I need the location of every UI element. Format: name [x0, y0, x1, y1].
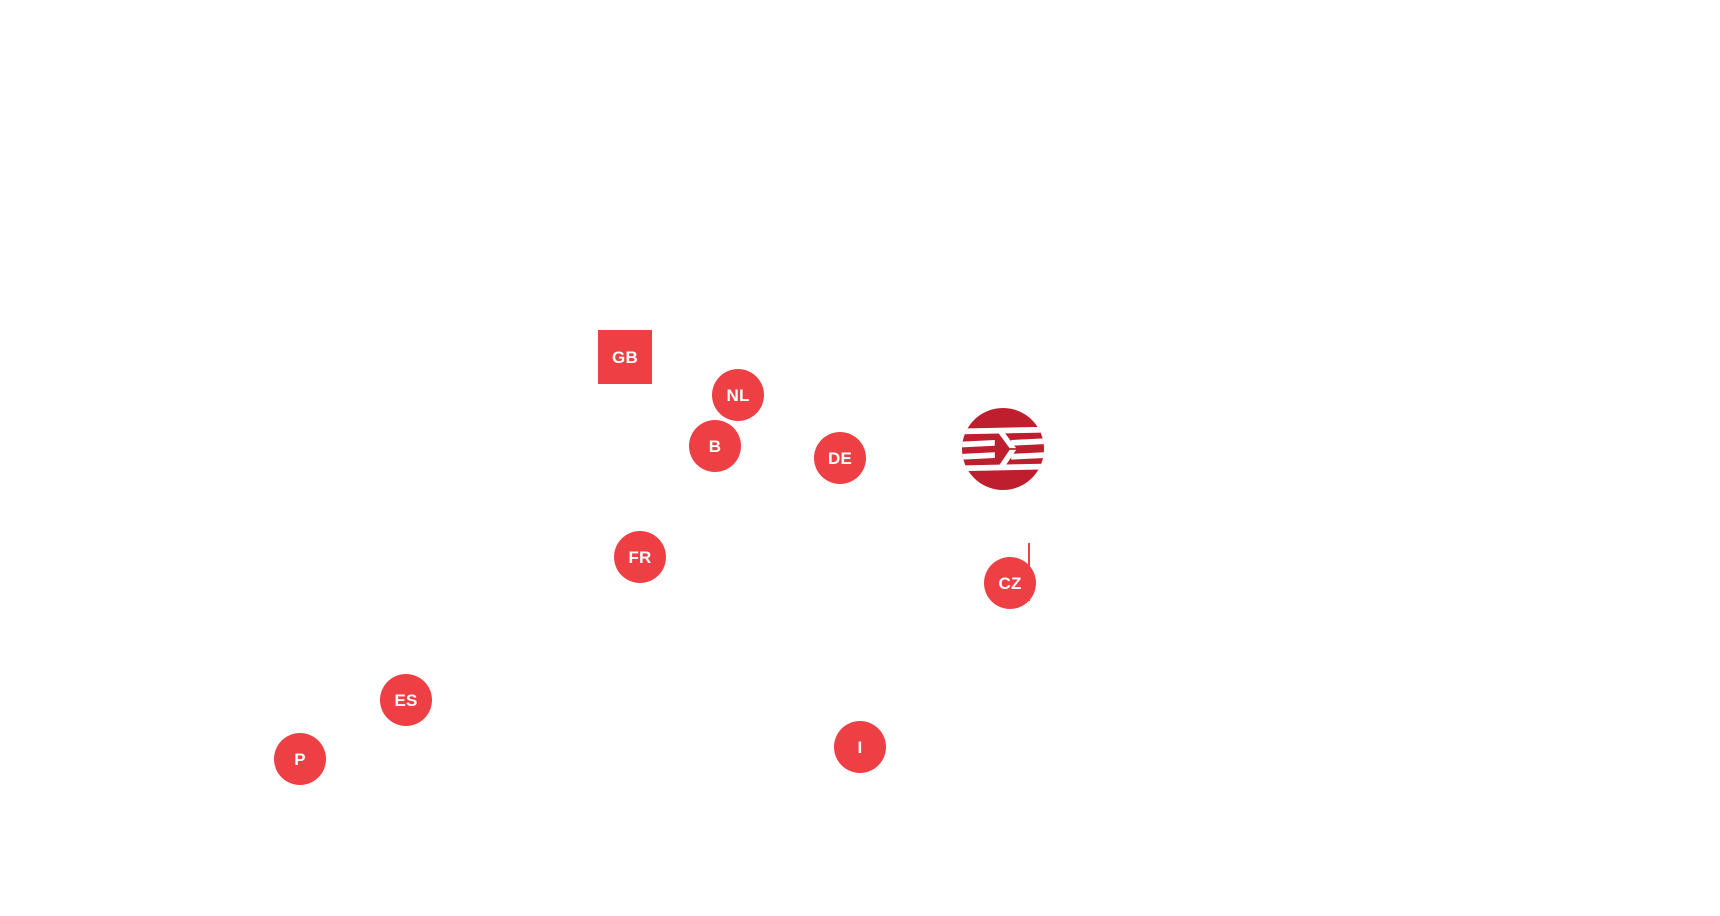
map-marker-label-de: DE — [827, 448, 853, 468]
map-marker-label-i: I — [857, 737, 863, 757]
map-marker-de[interactable]: DE — [814, 432, 866, 484]
map-marker-label-p: P — [294, 749, 306, 769]
map-marker-nl[interactable]: NL — [712, 369, 764, 421]
map-marker-label-gb: GB — [612, 347, 638, 367]
text-caret — [1028, 543, 1030, 601]
map-marker-p[interactable]: P — [274, 733, 326, 785]
map-marker-label-es: ES — [394, 690, 418, 710]
map-marker-label-fr: FR — [628, 547, 652, 567]
map-marker-es[interactable]: ES — [380, 674, 432, 726]
map-marker-gb[interactable]: GB — [598, 330, 652, 384]
map-marker-fr[interactable]: FR — [614, 531, 666, 583]
k-monogram-glyph — [962, 426, 1044, 472]
map-marker-i[interactable]: I — [834, 721, 886, 773]
map-marker-label-nl: NL — [726, 385, 750, 405]
map-marker-b[interactable]: B — [689, 420, 741, 472]
k-monogram-logo[interactable] — [962, 408, 1044, 490]
map-marker-label-cz: CZ — [998, 573, 1022, 593]
map-marker-label-b: B — [708, 436, 722, 456]
